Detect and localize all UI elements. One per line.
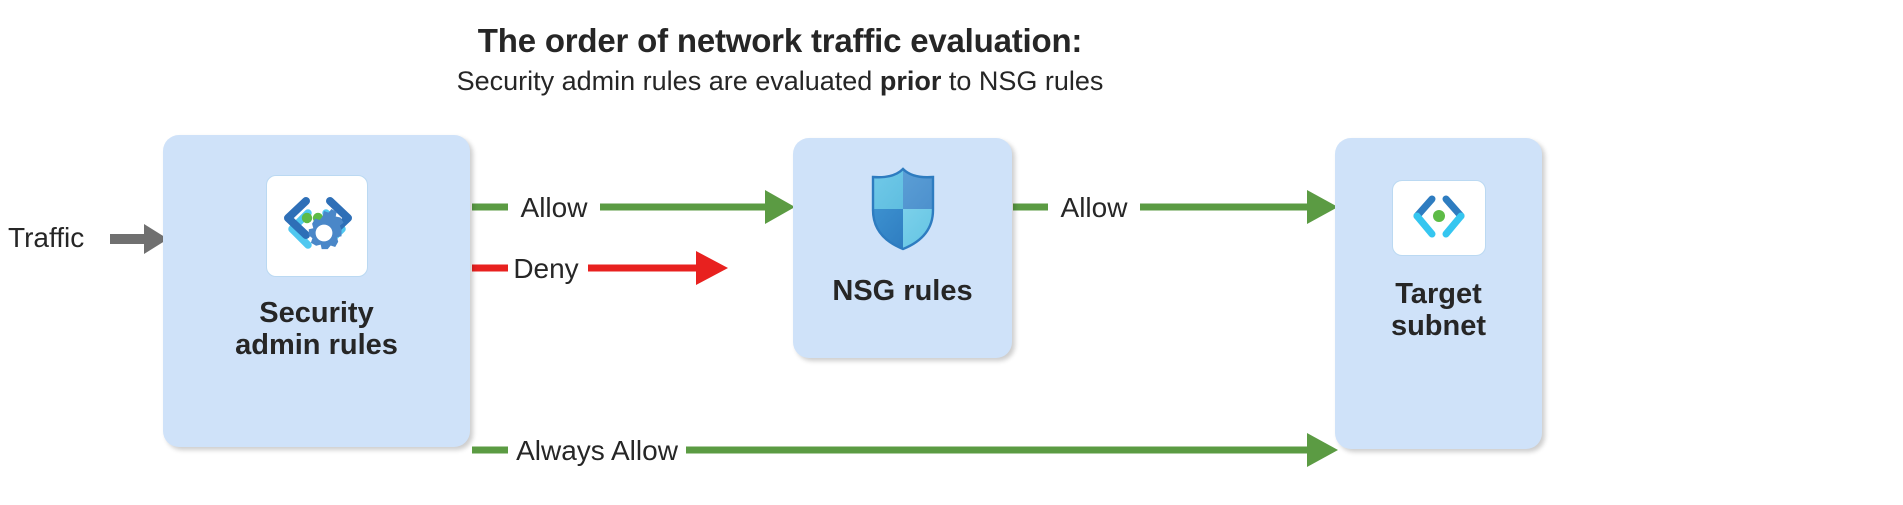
page-subtitle: Security admin rules are evaluated prior…: [0, 66, 1560, 97]
edge-deny-arrowhead: [696, 251, 728, 285]
edge-label-always-allow: Always Allow: [516, 435, 678, 466]
code-brackets-gear-icon: [265, 175, 368, 277]
node-label-target-subnet: Target subnet: [1390, 278, 1487, 343]
subtitle-emphasis: prior: [879, 66, 942, 96]
shield-icon: [866, 166, 940, 257]
node-target-subnet[interactable]: Target subnet: [1335, 138, 1542, 449]
page-title: The order of network traffic evaluation:: [477, 22, 1083, 59]
traffic-arrow-icon: [110, 222, 170, 261]
edge-label-allow-2: Allow: [1060, 192, 1128, 223]
edge-label-allow-1: Allow: [520, 192, 588, 223]
edge-always-allow-arrowhead: [1307, 433, 1338, 467]
node-nsg-rules[interactable]: NSG rules: [793, 138, 1012, 358]
edge-allow-arrowhead: [765, 190, 795, 224]
code-brackets-dot-icon: [1391, 180, 1486, 256]
traffic-label: Traffic: [8, 222, 85, 253]
node-label-nsg-rules: NSG rules: [832, 275, 973, 307]
edge-nsg-allow-arrowhead: [1307, 190, 1338, 224]
subtitle-pre: Security admin rules are evaluated: [456, 66, 880, 96]
node-security-admin-rules[interactable]: Security admin rules: [163, 135, 470, 447]
edge-label-deny: Deny: [513, 253, 579, 284]
subtitle-post: to NSG rules: [941, 66, 1104, 96]
node-label-security-admin-rules: Security admin rules: [235, 297, 398, 362]
